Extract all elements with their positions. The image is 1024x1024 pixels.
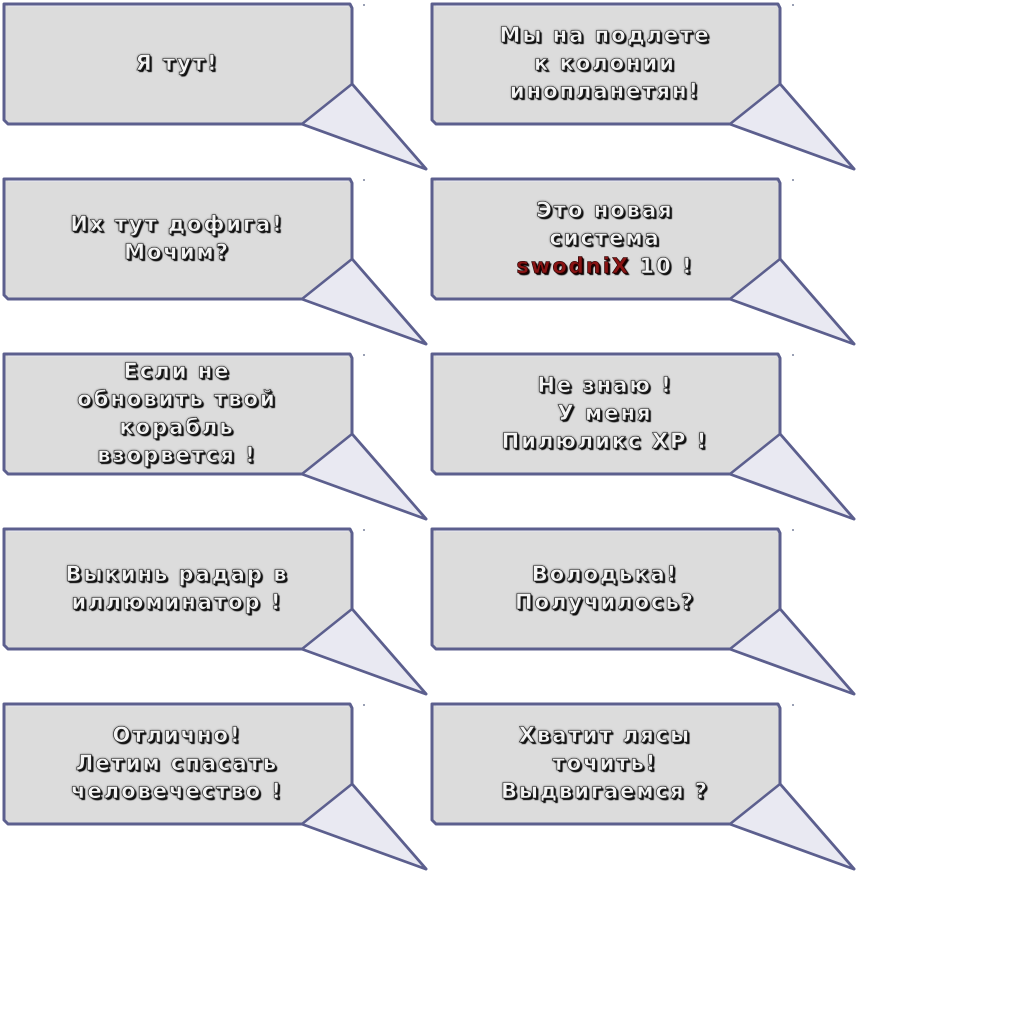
- bubble-line: Это новая: [536, 198, 674, 223]
- speech-bubble-7: Выкинь радар в иллюминатор !: [0, 525, 430, 700]
- speech-bubble-shape: [430, 352, 856, 521]
- bubble-line: Отлично!: [112, 723, 242, 748]
- speech-bubble-shape: [2, 177, 428, 346]
- bubble-line: обновить твой: [77, 387, 277, 412]
- speech-bubble-5: Если не обновить твой корабль взорвется …: [0, 350, 430, 525]
- bubble-line: Их тут дофига!: [70, 212, 284, 237]
- bubble-line: система: [549, 226, 661, 251]
- bubble-line-brand: swodniX 10 !: [516, 252, 693, 280]
- bubble-line: Если не: [123, 359, 231, 384]
- marker-dot: [792, 4, 794, 6]
- bubble-line: Мочим?: [124, 240, 230, 265]
- speech-bubble-shape: [2, 352, 428, 521]
- bubble-line: к колонии: [534, 51, 676, 76]
- speech-bubble-shape: [430, 2, 856, 171]
- bubble-line: Я тут!: [135, 51, 219, 76]
- bubble-line: взорвется !: [97, 443, 257, 468]
- marker-dot: [792, 354, 794, 356]
- marker-dot: [792, 529, 794, 531]
- marker-dot: [363, 179, 365, 181]
- marker-dot: [363, 529, 365, 531]
- speech-bubble-8: Володька! Получилось?: [428, 525, 858, 700]
- speech-bubble-text: Если не обновить твой корабль взорвется …: [4, 354, 350, 472]
- speech-bubble-6: Не знаю ! У меня Пилюликс XP !: [428, 350, 858, 525]
- speech-bubble-shape: [2, 2, 428, 171]
- speech-bubble-text: Мы на подлете к колонии инопланетян!: [432, 4, 778, 122]
- speech-bubble-shape: [2, 527, 428, 696]
- marker-dot: [363, 354, 365, 356]
- os-brand-name: swodniX: [516, 254, 631, 279]
- speech-bubble-10: Хватит лясы точить! Выдвигаемся ?: [428, 700, 858, 875]
- marker-dot: [363, 4, 365, 6]
- bubble-line: Получилось?: [515, 590, 695, 615]
- speech-bubble-text: Володька! Получилось?: [432, 529, 778, 647]
- bubble-line: Выкинь радар в: [65, 562, 289, 587]
- bubble-line: Мы на подлете: [499, 23, 711, 48]
- bubble-line: корабль: [119, 415, 235, 440]
- speech-bubble-text: Их тут дофига! Мочим?: [4, 179, 350, 297]
- bubble-line: иллюминатор !: [71, 590, 283, 615]
- bubble-line: Хватит лясы: [518, 723, 692, 748]
- bubble-line: инопланетян!: [509, 79, 701, 104]
- speech-bubble-text: Не знаю ! У меня Пилюликс XP !: [432, 354, 778, 472]
- speech-bubble-3: Их тут дофига! Мочим?: [0, 175, 430, 350]
- bubble-line: Летим спасать: [75, 751, 279, 776]
- speech-bubble-text: Хватит лясы точить! Выдвигаемся ?: [432, 704, 778, 822]
- marker-dot: [792, 704, 794, 706]
- speech-bubble-shape: [430, 177, 856, 346]
- speech-bubble-shape: [2, 702, 428, 871]
- marker-dot: [792, 179, 794, 181]
- bubble-line: Не знаю !: [537, 373, 673, 398]
- speech-bubble-2: Мы на подлете к колонии инопланетян!: [428, 0, 858, 175]
- speech-bubble-9: Отлично! Летим спасать человечество !: [0, 700, 430, 875]
- speech-bubble-1: Я тут!: [0, 0, 430, 175]
- bubble-line: Пилюликс XP !: [501, 429, 709, 454]
- speech-bubble-text: Это новая система swodniX 10 !: [432, 179, 778, 297]
- speech-bubble-text: Выкинь радар в иллюминатор !: [4, 529, 350, 647]
- bubble-line: Выдвигаемся ?: [501, 779, 709, 804]
- speech-bubble-text: Отлично! Летим спасать человечество !: [4, 704, 350, 822]
- bubble-line: человечество !: [71, 779, 283, 804]
- bubble-line: Володька!: [531, 562, 679, 587]
- speech-bubble-text: Я тут!: [4, 4, 350, 122]
- os-version-suffix: 10 !: [630, 254, 694, 279]
- speech-bubble-4: Это новая система swodniX 10 !: [428, 175, 858, 350]
- bubble-line: точить!: [552, 751, 658, 776]
- speech-bubble-shape: [430, 527, 856, 696]
- bubble-line: У меня: [557, 401, 653, 426]
- speech-bubble-shape: [430, 702, 856, 871]
- marker-dot: [363, 704, 365, 706]
